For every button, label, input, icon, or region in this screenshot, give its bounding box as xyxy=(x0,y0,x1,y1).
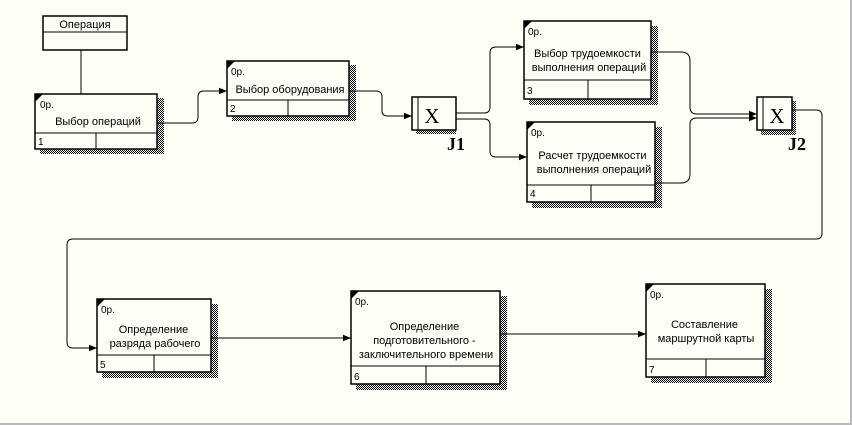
box-3-id: 3 xyxy=(527,86,533,97)
box-6-label: Определение подготовительного - заключит… xyxy=(359,321,493,361)
junction-j2-symbol: X xyxy=(769,104,784,128)
arrow-j2-5 xyxy=(66,109,823,352)
box-7-id: 7 xyxy=(649,365,655,376)
box-6-id: 6 xyxy=(354,372,360,383)
box-3-tag: 0р. xyxy=(528,27,542,38)
box-4-id: 4 xyxy=(530,189,536,200)
junction-j1[interactable]: X xyxy=(411,96,457,134)
connectors xyxy=(66,43,823,352)
operation-header-box[interactable]: Операция xyxy=(42,15,128,51)
uow-box-3[interactable]: 0р. Выбор трудоемкости выполнения операц… xyxy=(523,20,658,105)
arrow-j1-3 xyxy=(456,43,524,114)
box-7-tag: 0р. xyxy=(650,290,664,301)
uow-box-2[interactable]: 0р. Выбор оборудования 2 xyxy=(226,60,356,121)
box-5-label: Определение разряда рабочего xyxy=(110,324,201,350)
arrow-4-j2 xyxy=(655,114,757,184)
arrow-1-2 xyxy=(157,87,227,124)
uow-box-6[interactable]: 0р. Определение подготовительного - закл… xyxy=(350,290,507,390)
uow-box-4[interactable]: 0р. Расчет трудоемкости выполнения опера… xyxy=(526,121,662,208)
box-1-tag: 0р. xyxy=(40,100,54,111)
uow-box-5[interactable]: 0р. Определение разряда рабочего 5 xyxy=(96,298,218,378)
box-2-tag: 0р. xyxy=(231,67,245,78)
box-1-id: 1 xyxy=(38,137,44,148)
operation-header-label: Операция xyxy=(59,19,110,31)
arrow-j1-4 xyxy=(456,118,527,161)
box-3-label: Выбор трудоемкости выполнения операций xyxy=(532,48,646,74)
box-4-label: Расчет трудоемкости выполнения операций xyxy=(537,150,651,176)
box-5-tag: 0р. xyxy=(101,305,115,316)
box-2-label: Выбор оборудования xyxy=(235,84,344,96)
junction-j1-name: J1 xyxy=(447,134,465,154)
junction-j2-name: J2 xyxy=(788,134,806,154)
box-5-id: 5 xyxy=(100,360,106,371)
uow-box-7[interactable]: 0р. Составление маршрутной карты 7 xyxy=(645,283,772,383)
box-2-id: 2 xyxy=(230,104,236,115)
box-7-label: Составление маршрутной карты xyxy=(658,319,755,345)
junction-j1-symbol: X xyxy=(424,104,439,128)
junction-j2[interactable]: X xyxy=(756,96,796,135)
arrow-3-j2 xyxy=(651,51,757,118)
box-6-tag: 0р. xyxy=(355,297,369,308)
arrow-2-j1 xyxy=(349,90,412,120)
box-1-label: Выбор операций xyxy=(55,116,141,128)
uow-box-1[interactable]: 0р. Выбор операций 1 xyxy=(34,93,164,154)
box-4-tag: 0р. xyxy=(531,128,545,139)
